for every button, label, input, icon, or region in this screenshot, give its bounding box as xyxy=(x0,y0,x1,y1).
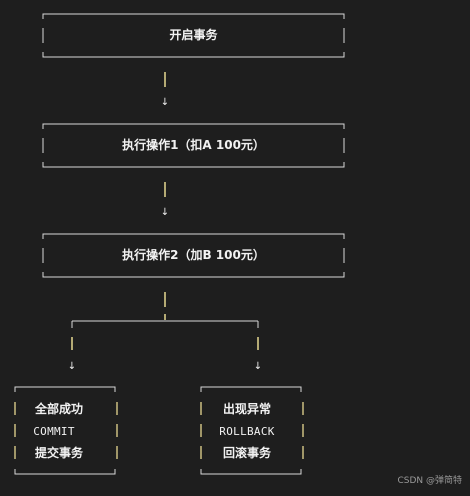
failure-line-3: 回滚事务 xyxy=(222,446,271,460)
operation-1-box xyxy=(42,123,345,168)
operation-1-label: 执行操作1（扣A 100元） xyxy=(122,138,265,152)
connector-op2-split xyxy=(71,292,259,350)
arrow-down-icon: ↓ xyxy=(161,97,169,108)
arrow-down-icon: ↓ xyxy=(254,361,262,372)
success-line-2: COMMIT xyxy=(33,425,75,438)
success-box xyxy=(14,386,116,475)
start-transaction-label: 开启事务 xyxy=(169,28,218,42)
watermark-text: CSDN @弹简特 xyxy=(397,476,462,486)
failure-line-1: 出现异常 xyxy=(222,402,271,416)
operation-2-box xyxy=(42,233,345,278)
operation-2-label: 执行操作2（加B 100元） xyxy=(122,248,265,262)
arrow-down-icon: ↓ xyxy=(68,361,76,372)
success-line-1: 全部成功 xyxy=(34,402,83,416)
success-line-3: 提交事务 xyxy=(34,446,83,460)
failure-box xyxy=(200,386,302,475)
arrow-down-icon: ↓ xyxy=(161,207,169,218)
start-transaction-box xyxy=(42,13,345,58)
failure-line-2: ROLLBACK xyxy=(219,425,275,438)
